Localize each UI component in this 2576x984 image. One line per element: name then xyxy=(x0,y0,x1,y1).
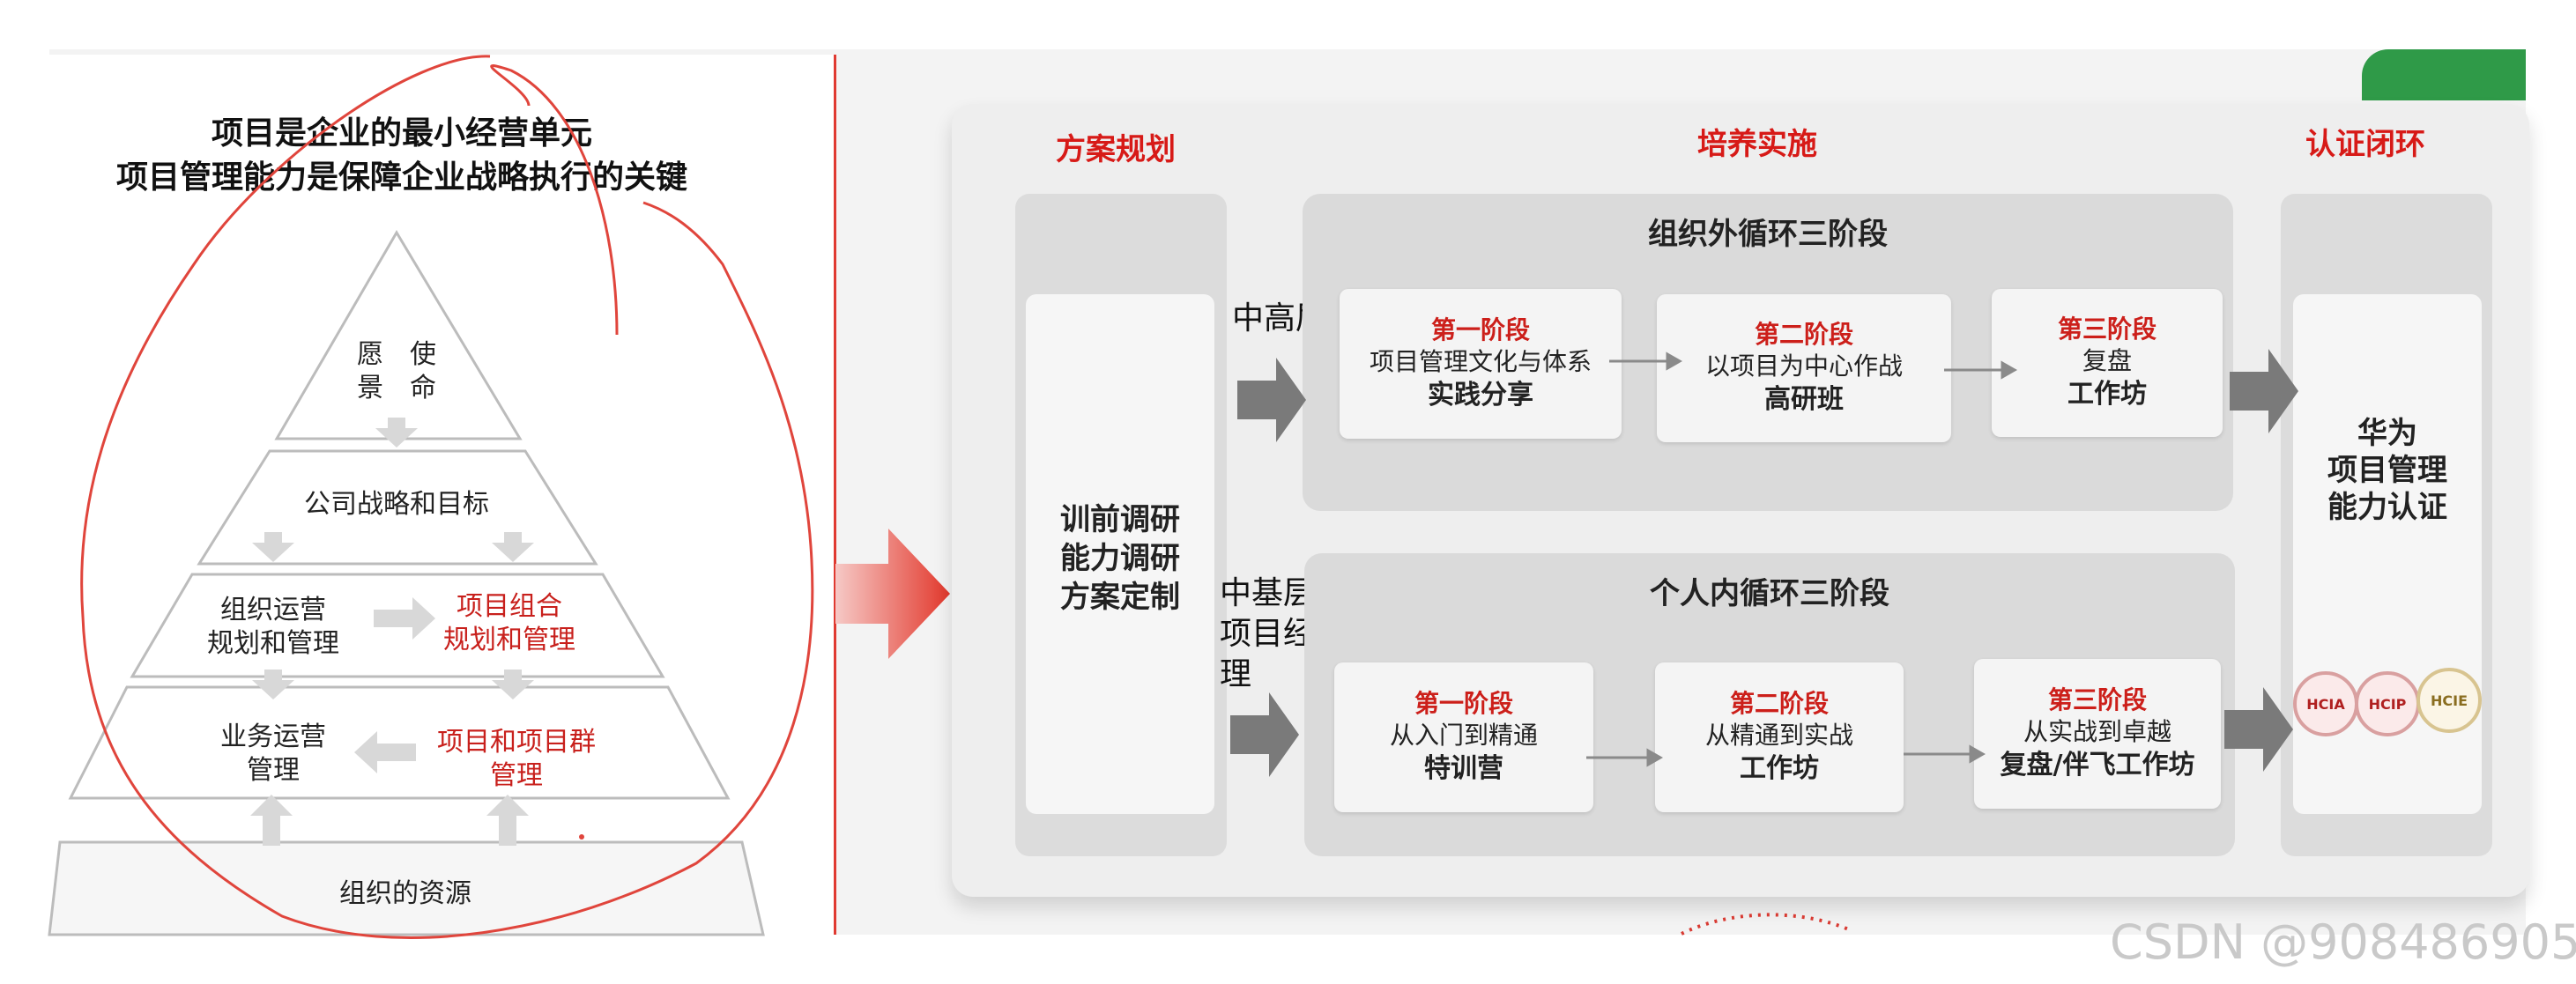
badge-hcie: HCIE xyxy=(2416,668,2482,733)
arrow-ops-right xyxy=(374,597,435,640)
tier-business xyxy=(68,685,731,800)
cert-line1: 华为 xyxy=(2357,416,2417,451)
outer-stage-3: 第三阶段 复盘 工作坊 xyxy=(1992,289,2223,437)
audience-mid-3: 理 xyxy=(1220,656,1252,692)
outer-loop-title: 组织外循环三阶段 xyxy=(1648,217,1888,252)
outer-stage-1: 第一阶段 项目管理文化与体系 实践分享 xyxy=(1340,289,1622,439)
arrow-resources-left-up xyxy=(250,795,293,846)
badge-hcip: HCIP xyxy=(2355,671,2420,736)
tier-biz-left-label-1: 业务运营 xyxy=(220,721,326,752)
outer-stage-2-bold: 高研班 xyxy=(1764,384,1844,415)
audience-mid-2: 项目经 xyxy=(1220,616,1316,652)
outer-stage-2-line: 以项目为中心作战 xyxy=(1704,351,1903,381)
inner-stage-2-line: 从精通到实战 xyxy=(1704,721,1853,750)
pyramid-diagram xyxy=(48,55,814,939)
arrow-ops-right-down xyxy=(492,670,534,699)
tier-ops-left-label-1: 组织运营 xyxy=(220,595,326,625)
plan-line3: 方案定制 xyxy=(1060,580,1180,615)
tier-ops-right-label-2: 规划和管理 xyxy=(443,625,575,655)
tier-ops-left-label-2: 规划和管理 xyxy=(207,628,339,659)
outer-stage-2: 第二阶段 以项目为中心作战 高研班 xyxy=(1657,294,1951,442)
outer-stage-1-line: 项目管理文化与体系 xyxy=(1369,347,1592,376)
arrow-ops-left-down xyxy=(252,670,294,699)
arrow-vision-down xyxy=(375,418,418,448)
red-dotted-curve xyxy=(1681,913,1852,936)
tier-vision-label-bottom: 景 命 xyxy=(357,373,436,403)
arrow-strategy-right-down xyxy=(492,532,534,562)
inner-stage-1-head: 第一阶段 xyxy=(1414,689,1513,718)
tier-biz-right-label-1: 项目和项目群 xyxy=(437,727,596,758)
tier-strategy xyxy=(197,449,598,566)
inner-stage-2: 第二阶段 从精通到实战 工作坊 xyxy=(1655,662,1904,812)
arrow-to-inner xyxy=(1230,692,1299,777)
arrow-resources-right-up xyxy=(486,795,529,846)
tier-vision-label-top: 愿 使 xyxy=(357,339,436,370)
outer-stage-3-head: 第三阶段 xyxy=(2057,314,2157,344)
cert-line2: 项目管理 xyxy=(2327,453,2447,488)
inner-stage-1-bold: 特训营 xyxy=(1424,753,1503,784)
arrow-strategy-left-down xyxy=(252,532,294,562)
inner-stage-2-head: 第二阶段 xyxy=(1729,689,1829,718)
watermark: CSDN @908486905 xyxy=(2110,914,2576,970)
outer-stage-2-head: 第二阶段 xyxy=(1754,320,1853,349)
inner-stage-3-bold: 复盘/伴飞工作坊 xyxy=(2000,750,2195,781)
outer-stage-3-bold: 工作坊 xyxy=(2067,379,2147,410)
inner-stage-3-head: 第三阶段 xyxy=(2047,685,2147,714)
plan-box xyxy=(1026,294,1214,814)
tier-strategy-label: 公司战略和目标 xyxy=(304,489,489,520)
tier-biz-right-label-2: 管理 xyxy=(490,760,543,791)
header-plan: 方案规划 xyxy=(1056,132,1176,167)
arrow-outer-to-cert xyxy=(2230,349,2298,433)
transition-arrow xyxy=(835,529,950,659)
header-implement: 培养实施 xyxy=(1697,127,1817,162)
inner-loop-title: 个人内循环三阶段 xyxy=(1650,576,1889,611)
inner-stage-3: 第三阶段 从实战到卓越 复盘/伴飞工作坊 xyxy=(1974,659,2221,809)
tier-biz-left-label-2: 管理 xyxy=(247,755,300,786)
arrow-biz-left xyxy=(354,731,416,773)
header-certify: 认证闭环 xyxy=(2305,127,2425,162)
arrow-inner-to-cert xyxy=(2224,687,2293,772)
outer-stage-1-bold: 实践分享 xyxy=(1428,380,1533,411)
inner-stage-1: 第一阶段 从入门到精通 特训营 xyxy=(1334,662,1593,812)
left-title-line1: 项目是企业的最小经营单元 xyxy=(211,115,592,152)
plan-line2: 能力调研 xyxy=(1060,541,1180,576)
plan-line1: 训前调研 xyxy=(1060,502,1180,537)
green-corner xyxy=(2362,49,2526,100)
outer-stage-1-head: 第一阶段 xyxy=(1430,315,1530,344)
tier-ops-right-label-1: 项目组合 xyxy=(457,591,562,622)
arrow-to-outer xyxy=(1237,358,1306,442)
red-dot xyxy=(579,834,584,840)
inner-stage-3-line: 从实战到卓越 xyxy=(2023,717,2171,746)
outer-stage-3-line: 复盘 xyxy=(2082,346,2132,375)
inner-stage-2-bold: 工作坊 xyxy=(1740,753,1819,784)
inner-stage-1-line: 从入门到精通 xyxy=(1389,721,1538,750)
hand-drawn-circle xyxy=(80,55,814,939)
tier-resources-label: 组织的资源 xyxy=(339,878,471,909)
cert-line3: 能力认证 xyxy=(2327,490,2447,525)
